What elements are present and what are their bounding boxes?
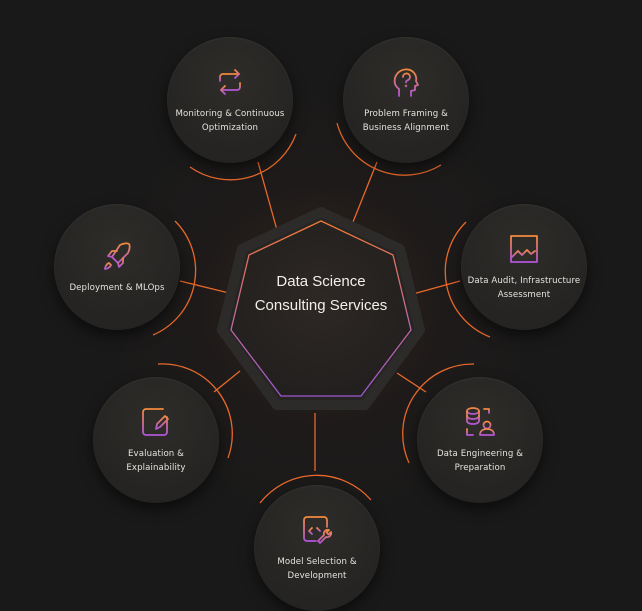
node-data-engineering[interactable]: Data Engineering &Preparation [417, 377, 543, 503]
head-question-icon [393, 68, 419, 97]
center-title: Data Science Consulting Services [221, 270, 421, 318]
node-model-selection[interactable]: Model Selection &Development [254, 485, 380, 611]
node-evaluation[interactable]: Evaluation &Explainability [93, 377, 219, 503]
edit-note-icon [142, 408, 169, 436]
rocket-icon [104, 242, 131, 270]
node-label: Problem Framing &Business Alignment [362, 109, 450, 133]
node-label: Data Engineering &Preparation [436, 449, 524, 473]
loop-arrows-icon [219, 69, 241, 95]
center-heptagon [230, 220, 412, 397]
node-problem-framing[interactable]: Problem Framing &Business Alignment [343, 37, 469, 163]
code-wrench-icon [303, 516, 333, 544]
node-deployment[interactable]: Deployment & MLOps [54, 204, 180, 330]
database-user-icon [466, 407, 495, 436]
node-label: Deployment & MLOps [69, 283, 165, 293]
center-title-line1: Data Science [276, 273, 366, 290]
node-label: Model Selection &Development [277, 557, 357, 581]
center-title-line2: Consulting Services [254, 297, 388, 314]
node-label: Evaluation &Explainability [126, 449, 186, 473]
browser-chart-icon [510, 235, 538, 263]
